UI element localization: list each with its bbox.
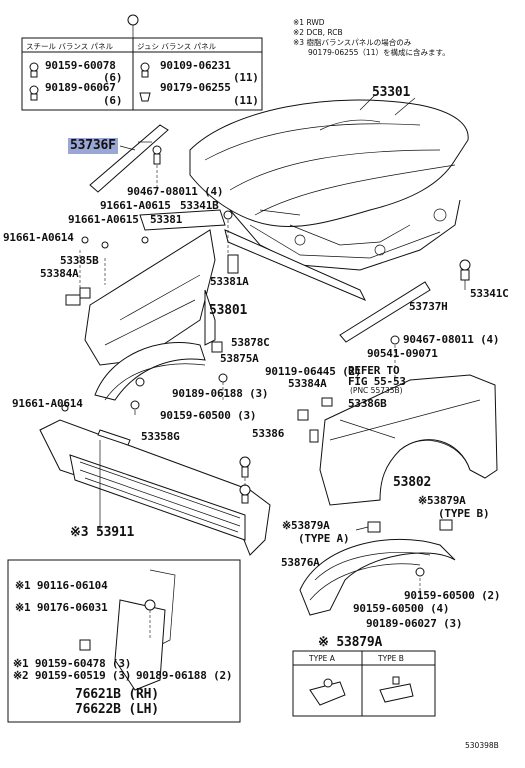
label-76622b: 76622B (LH)	[75, 702, 159, 717]
table-head-left: スチール バランス パネル	[26, 42, 114, 51]
table-right-qty-1: (11)	[233, 71, 259, 84]
label-91661-c: 91661-A0614	[3, 231, 74, 244]
table-left-qty-1: (6)	[103, 71, 123, 84]
note-2: ※2 DCB, RCB	[293, 28, 343, 37]
label-53911: ※3 53911	[70, 525, 135, 540]
label-53737h: 53737H	[409, 300, 448, 313]
strip-53736f	[89, 124, 169, 193]
clip-legend-box	[292, 650, 436, 717]
label-90159-a: 90159-60500 (3)	[160, 409, 257, 422]
label-90159-c: ※2 90159-60519 (3)	[13, 669, 132, 682]
label-91661-d: 91661-A0614	[12, 397, 83, 410]
label-91661-a: 91661-A0615	[100, 199, 171, 212]
label-90159-e: 90159-60500 (4)	[353, 602, 450, 615]
fender-53802	[319, 374, 498, 506]
note-1: ※1 RWD	[293, 18, 325, 27]
mudguard-box	[7, 559, 241, 723]
label-90176: ※1 90176-06031	[15, 601, 108, 614]
table-left-qty-2: (6)	[103, 94, 123, 107]
label-90467-b: 90467-08011 (4)	[403, 333, 500, 346]
label-90467-a: 90467-08011 (4)	[127, 185, 224, 198]
table-right-qty-2: (11)	[233, 94, 259, 107]
table-left-part-2: 90189-06067	[45, 81, 116, 94]
label-refer-2: FIG 55-53	[348, 375, 406, 388]
table-head-right: ジュシ バランス パネル	[137, 42, 217, 51]
label-53384a-2: 53384A	[288, 377, 327, 390]
label-type-a: (TYPE A)	[298, 532, 350, 545]
table-left-part-1: 90159-60078	[45, 59, 116, 72]
trim-53358g	[97, 429, 131, 446]
label-53879a-legend: ※ 53879A	[318, 635, 383, 650]
label-90189-c: 90189-06027 (3)	[366, 617, 463, 630]
liner-53876a	[299, 538, 456, 616]
label-53801: 53801	[209, 303, 248, 318]
label-90116: ※1 90116-06104	[15, 579, 108, 592]
label-53358g: 53358G	[141, 430, 180, 443]
apron-53801	[84, 229, 216, 366]
label-refer-3: (PNC 55735B)	[350, 386, 403, 395]
label-90159-d: 90159-60500 (2)	[404, 589, 501, 602]
label-53385b: 53385B	[60, 254, 99, 267]
label-90119: 90119-06445 (2)	[265, 365, 362, 378]
label-53341c: 53341C	[470, 287, 509, 300]
strip-53737h	[339, 281, 431, 343]
label-53386b: 53386B	[348, 397, 387, 410]
support-53381	[139, 209, 367, 301]
label-53736f[interactable]: 53736F	[68, 138, 118, 154]
liner-53875a	[94, 341, 206, 401]
label-53879a-b: ※53879A	[418, 494, 466, 507]
label-53381a: 53381A	[210, 275, 249, 288]
legend-type-b: TYPE B	[378, 654, 404, 663]
label-53875a: 53875A	[220, 352, 259, 365]
label-53802: 53802	[393, 475, 432, 490]
label-53301: 53301	[372, 85, 411, 100]
label-refer-1: REFER TO	[348, 364, 400, 377]
label-90541: 90541-09071	[367, 347, 438, 360]
label-53386: 53386	[252, 427, 285, 440]
label-90159-b: ※1 90159-60478 (3)	[13, 657, 132, 670]
reference-table	[21, 14, 263, 111]
label-90189-b: 90189-06188 (2)	[136, 669, 233, 682]
label-53878c: 53878C	[231, 336, 270, 349]
label-type-b: (TYPE B)	[438, 507, 490, 520]
leader-lines	[79, 94, 466, 640]
note-3b: 90179-06255（11）を構成に含みます。	[308, 48, 450, 57]
note-3: ※3 樹脂バランスパネルの場合のみ	[293, 38, 412, 47]
table-right-part-1: 90109-06231	[160, 59, 231, 72]
table-right-part-2: 90179-06255	[160, 81, 231, 94]
legend-type-a: TYPE A	[309, 654, 335, 663]
label-76621b: 76621B (RH)	[75, 687, 159, 702]
label-90189-a: 90189-06188 (3)	[172, 387, 269, 400]
label-53879a-a: ※53879A	[282, 519, 330, 532]
diagram-code: 530398B	[465, 741, 499, 750]
fasteners	[61, 145, 471, 577]
label-53876a: 53876A	[281, 556, 320, 569]
label-53381: 53381	[150, 213, 183, 226]
hood-53301	[189, 97, 469, 271]
label-91661-b: 91661-A0615	[68, 213, 139, 226]
label-53341b: 53341B	[180, 199, 219, 212]
label-53384a-1: 53384A	[40, 267, 79, 280]
